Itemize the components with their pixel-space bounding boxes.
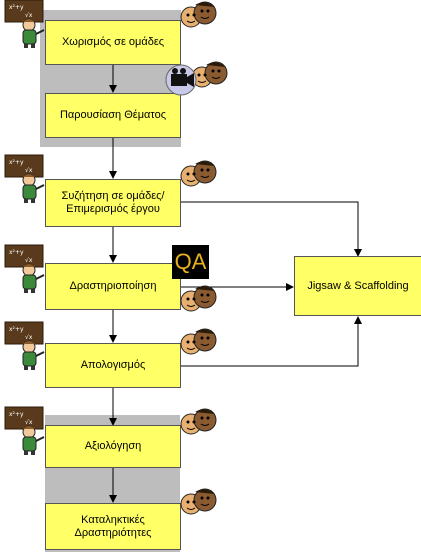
step-topic-presentation: Παρουσίαση Θέματος: [45, 93, 181, 138]
step-review: Απολογισμός: [45, 343, 181, 388]
step-grouping: Χωρισμός σε ομάδες: [45, 20, 181, 65]
students-icon-1: [180, 1, 217, 28]
arrow-3-side: [181, 201, 362, 257]
teacher-icon-2: [4, 154, 45, 204]
teacher-icon-5: [4, 406, 45, 456]
step-evaluation: Αξιολόγηση: [45, 425, 181, 468]
students-icon-5: [180, 328, 217, 355]
teacher-icon-3: [4, 244, 45, 294]
jigsaw-scaffolding-box: Jigsaw & Scaffolding: [294, 256, 421, 316]
students-icon-2: [191, 61, 228, 88]
teacher-icon-4: [4, 321, 45, 371]
arrow-5-side: [181, 316, 362, 367]
teacher-icon-1: [4, 0, 45, 49]
students-icon-3: [180, 160, 217, 187]
students-icon-6: [180, 408, 217, 435]
step-activation: Δραστηριοποίηση: [45, 263, 181, 310]
step-final-activities: Καταληκτικές Δραστηριότητες: [45, 503, 181, 550]
students-icon-7: [180, 488, 217, 515]
students-icon-4: [180, 285, 217, 312]
step-group-discussion: Συζήτηση σε ομάδες/ Επιμερισμός έργου: [45, 179, 181, 227]
qa-badge: QA: [172, 245, 209, 279]
video-camera-icon: [165, 64, 197, 96]
